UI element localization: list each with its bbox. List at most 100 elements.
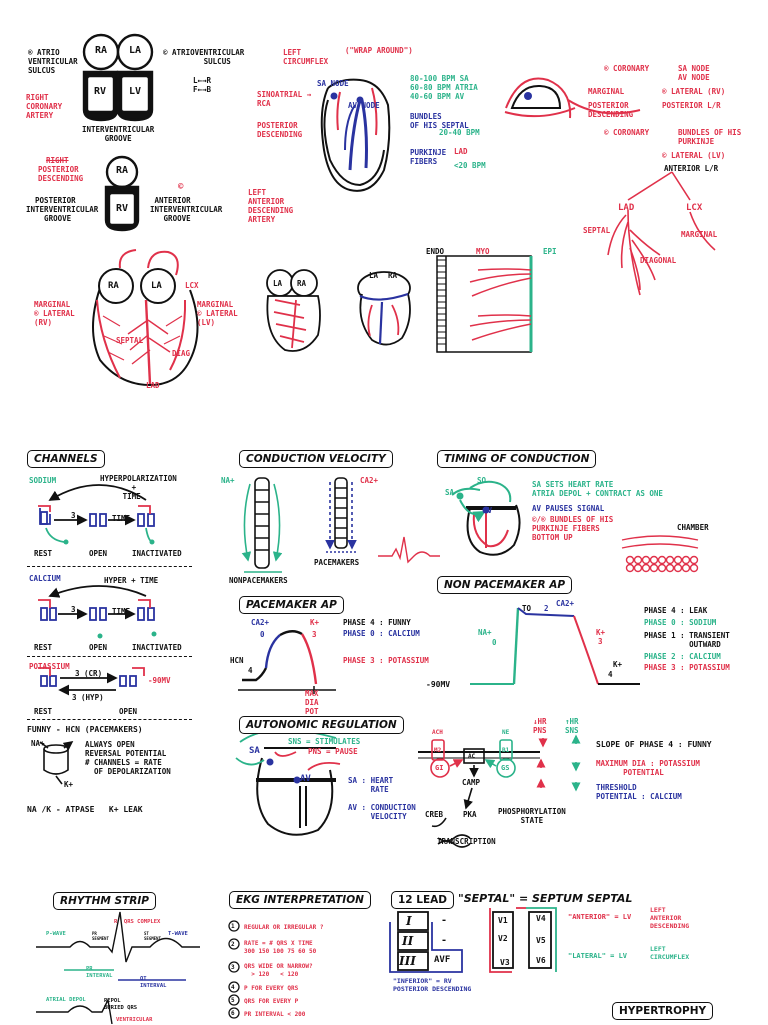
np-phase4-label: PHASE 4 : LEAK (644, 606, 708, 615)
posterior-descending-tr-label: POSTERIOR DESCENDING (588, 101, 634, 119)
calcium-step-3: 3 (71, 605, 76, 614)
ekg-item-1: REGULAR OR IRREGULAR ? (244, 924, 324, 931)
ra-back-label: RA (116, 165, 129, 176)
potassium-open-label: OPEN (119, 707, 138, 716)
np-to-label: TO (522, 604, 532, 613)
calcium-time-label: TIME (112, 607, 131, 616)
pm-zero-label: 0 (260, 630, 265, 639)
hyperpolarization-label: HYPERPOLARIZATION + TIME (100, 474, 177, 501)
marginal-tr-label: MARGINAL (588, 87, 625, 96)
hcn-channel (39, 742, 72, 785)
purkinje-fibers-label: FIBERS (410, 157, 438, 166)
na-k-atpase-label: NA /K - ATPASE K+ LEAK (27, 805, 143, 814)
anterior-lr-label: ANTERIOR L/R (664, 164, 719, 173)
conduction-velocity-header: CONDUCTION VELOCITY (239, 450, 393, 468)
timing-bundles-label: ©/® BUNDLES OF HIS PURKINJE FIBERS BOTTO… (532, 515, 614, 542)
wrap-around-label: ("WRAP AROUND") (345, 46, 413, 55)
posterior-groove-label: POSTERIOR INTERVENTRICULAR GROOVE (26, 196, 99, 223)
septal-heart-label: SEPTAL (116, 336, 144, 345)
wall-layers (436, 255, 533, 353)
r-lateral-label: ® LATERAL (RV) (662, 87, 726, 96)
lad-tree-label: LAD (618, 203, 635, 213)
calcium-channels (38, 585, 157, 639)
myo-label: MYO (476, 247, 490, 256)
hr-arrows (536, 734, 581, 792)
ekg-num-3: 3 (231, 964, 235, 971)
ecg-trace-small (378, 536, 440, 564)
np-kk-label: K+ (613, 660, 623, 669)
pm-k-label: K+ (310, 618, 320, 627)
np-ca-label: CA2+ (556, 599, 575, 608)
lcx-full-label: LEFT CIRCUMFLEX (650, 945, 690, 961)
np-phase3-label: PHASE 3 : POTASSIUM (644, 663, 730, 672)
lead-dash-1: - (441, 915, 448, 926)
sodium-label: SODIUM (29, 476, 57, 485)
pm-three-label: 3 (312, 630, 317, 639)
np-zero-label: 0 (492, 638, 497, 647)
twelve-lead-header: 12 LEAD (391, 891, 454, 909)
lead-v3: V3 (500, 958, 510, 967)
heart-chambers-front (82, 33, 154, 122)
ne-label: NE (502, 729, 510, 736)
np-phase1-label: PHASE 1 : TRANSIENT OUTWARD (644, 631, 730, 649)
potassium-rest-label: REST (34, 707, 53, 716)
hr-pns-label: ↓HR PNS (533, 717, 547, 735)
lv-label: LV (129, 86, 142, 97)
lateral-lv-label: "LATERAL" = LV (568, 952, 628, 960)
sodium-channels (38, 484, 155, 545)
timing-av-pauses-label: AV PAUSES SIGNAL (532, 504, 605, 513)
heart-chambers-back (104, 155, 140, 232)
lad-full-label: LEFT ANTERIOR DESCENDING (650, 906, 690, 930)
calcium-inactivated-label: INACTIVATED (132, 643, 182, 652)
ekg-header: EKG INTERPRETATION (229, 891, 371, 909)
ekg-item-5: QRS FOR EVERY P (244, 998, 299, 1005)
buried-qrs-label: REPOL BURIED QRS (104, 998, 138, 1011)
av-sulcus-label: © ATRIOVENTRICULAR SULCUS (163, 48, 245, 66)
av-node-label: AV NODE (348, 101, 380, 110)
endo-label: ENDO (426, 247, 445, 256)
divider (27, 566, 192, 567)
calcium-open-label: OPEN (89, 643, 108, 652)
pm-hcn-label: HCN (230, 656, 244, 665)
receptor-pathway (418, 739, 540, 848)
timing-header: TIMING OF CONDUCTION (437, 450, 597, 468)
camp-label: cAMP (462, 778, 481, 787)
anterior-lv-label: "ANTERIOR" = LV (568, 913, 632, 921)
epi-label: EPI (543, 247, 557, 256)
posterior-descending-left-label: POSTERIOR DESCENDING (38, 165, 84, 183)
conduction-velocity-cells (241, 477, 357, 573)
ra-posterior-label: RA (388, 271, 398, 280)
rv-label: RV (94, 86, 107, 97)
timing-so-label: SO (477, 476, 487, 485)
pr-interval-label: PR INTERVAL (86, 966, 113, 979)
potassium-channels (38, 667, 145, 696)
av-conduction-label: AV : CONDUCTION VELOCITY (348, 803, 416, 821)
hr-sns-label: ↑HR SNS (565, 717, 579, 735)
funny-k-label: K+ (64, 780, 74, 789)
rhythm-strip-header: RHYTHM STRIP (53, 892, 156, 910)
hypertrophy-header: HYPERTROPHY (612, 1002, 714, 1020)
lcx-heart-label: LCX (185, 281, 199, 290)
timing-heart (451, 480, 521, 556)
ra-medium-label: RA (297, 279, 307, 288)
left-anterior-descending-label: LEFT ANTERIOR DESCENDING ARTERY (248, 188, 294, 224)
ekg-num-2: 2 (231, 941, 235, 948)
sa-av-node-label: SA NODE AV NODE (678, 64, 710, 82)
cv-na-label: NA+ (221, 476, 235, 485)
anterior-groove-label: ANTERIOR INTERVENTRICULAR GROOVE (150, 196, 223, 223)
posterior-descending-mid-label: POSTERIOR DESCENDING (257, 121, 303, 139)
sodium-step-3: 3 (71, 511, 76, 520)
la-label: LA (129, 45, 142, 56)
divider (27, 719, 192, 720)
ra-label: RA (95, 45, 108, 56)
potassium-mv-label: -90MV (148, 676, 171, 685)
pm-ca-label: CA2+ (251, 618, 270, 627)
pm-four-label: 4 (248, 666, 253, 675)
coronary-tree (607, 171, 716, 296)
sinoatrial-rca-label: SINOATRIAL → RCA (257, 90, 312, 108)
interventricular-groove-label: INTERVENTRICULAR GROOVE (82, 125, 155, 143)
timing-sa-label: SA (445, 488, 455, 497)
conduction-heart (320, 78, 391, 192)
qt-interval-label: QT INTERVAL (140, 976, 167, 989)
pm-phase3-label: PHASE 3 : POTASSIUM (343, 656, 429, 665)
